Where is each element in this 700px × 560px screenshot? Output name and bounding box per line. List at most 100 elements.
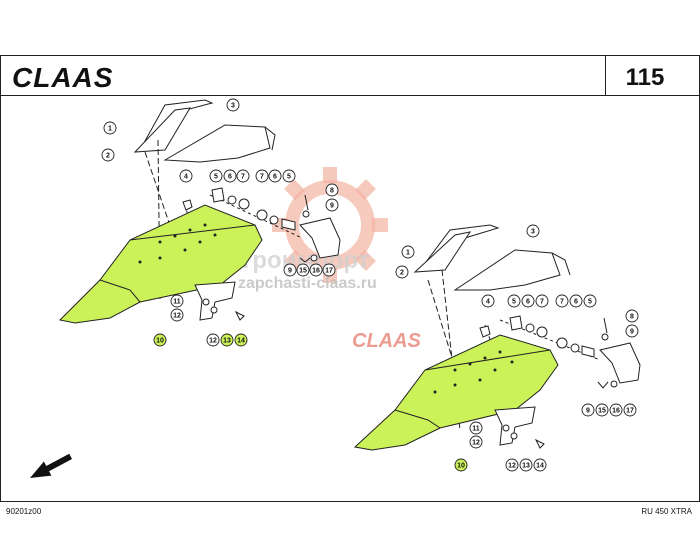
callout-circle xyxy=(401,245,415,259)
callout-label: 6 xyxy=(273,174,277,181)
callout-left-17: 17 xyxy=(322,263,336,277)
callout-label: 17 xyxy=(626,408,634,415)
callout-circle xyxy=(209,169,223,183)
callout-label: 12 xyxy=(209,338,217,345)
callout-circle xyxy=(223,169,237,183)
callout-circle xyxy=(395,265,409,279)
callout-label: 1 xyxy=(406,250,410,257)
watermark-brand: CLAAS xyxy=(352,330,422,352)
callout-label: 11 xyxy=(472,426,480,433)
watermark-line2: zapchasti-claas.ru xyxy=(238,275,377,292)
callout-left-6: 6 xyxy=(268,169,282,183)
callout-circle xyxy=(282,169,296,183)
callout-circle xyxy=(454,458,468,472)
callout-label: 17 xyxy=(325,268,333,275)
callout-left-16: 16 xyxy=(309,263,323,277)
callout-circle xyxy=(521,294,535,308)
callout-label: 7 xyxy=(560,299,564,306)
callout-left-12: 12 xyxy=(206,333,220,347)
callout-right-13: 13 xyxy=(519,458,533,472)
callout-label: 2 xyxy=(106,153,110,160)
callout-label: 3 xyxy=(531,229,535,236)
callout-circle xyxy=(533,458,547,472)
callout-circle xyxy=(581,403,595,417)
callout-right-3: 3 xyxy=(526,224,540,238)
callout-right-10: 10 xyxy=(454,458,468,472)
callout-label: 15 xyxy=(598,408,606,415)
callout-right-6: 6 xyxy=(521,294,535,308)
callout-circle xyxy=(325,183,339,197)
crop-divider-highlighted xyxy=(58,204,263,324)
callout-left-5: 5 xyxy=(282,169,296,183)
callout-right-9: 9 xyxy=(625,324,639,338)
callout-label: 9 xyxy=(630,329,634,336)
callout-left-12: 12 xyxy=(170,308,184,322)
callout-left-9: 9 xyxy=(283,263,297,277)
callout-label: 10 xyxy=(457,463,465,470)
callout-circle xyxy=(555,294,569,308)
callout-circle xyxy=(101,148,115,162)
callout-label: 9 xyxy=(586,408,590,415)
callout-circle xyxy=(519,458,533,472)
callout-left-2: 2 xyxy=(101,148,115,162)
callout-left-10: 10 xyxy=(153,333,167,347)
callout-circle xyxy=(481,294,495,308)
callout-circle xyxy=(220,333,234,347)
brand-logo: CLAAS xyxy=(12,62,113,93)
callout-circle xyxy=(505,458,519,472)
callout-label: 10 xyxy=(156,338,164,345)
callout-label: 3 xyxy=(231,103,235,110)
callout-left-6: 6 xyxy=(223,169,237,183)
crop-divider-highlighted-right xyxy=(353,334,559,451)
callout-label: 5 xyxy=(287,174,291,181)
callout-circle xyxy=(569,294,583,308)
callout-left-5: 5 xyxy=(209,169,223,183)
callout-left-14: 14 xyxy=(234,333,248,347)
callout-circle xyxy=(469,421,483,435)
callout-label: 12 xyxy=(472,440,480,447)
callout-label: 13 xyxy=(522,463,530,470)
callout-right-14: 14 xyxy=(533,458,547,472)
callout-circle xyxy=(322,263,336,277)
callout-label: 5 xyxy=(588,299,592,306)
page-number: 115 xyxy=(626,64,665,91)
callout-label: 14 xyxy=(237,338,245,345)
callout-label: 6 xyxy=(574,299,578,306)
callout-circle xyxy=(296,263,310,277)
callout-right-5: 5 xyxy=(583,294,597,308)
callout-circle xyxy=(283,263,297,277)
callout-circle xyxy=(507,294,521,308)
callout-circle xyxy=(226,98,240,112)
model-label: RU 450 XTRA xyxy=(641,507,692,516)
callout-right-5: 5 xyxy=(507,294,521,308)
callout-label: 8 xyxy=(630,314,634,321)
callout-right-1: 1 xyxy=(401,245,415,259)
callout-label: 9 xyxy=(330,203,334,210)
callout-circle xyxy=(469,435,483,449)
callout-label: 2 xyxy=(400,270,404,277)
callout-left-1: 1 xyxy=(103,121,117,135)
watermark: Агроимпорт zapchasti-claas.ru CLAAS xyxy=(225,167,422,352)
callout-left-8: 8 xyxy=(325,183,339,197)
callout-right-9: 9 xyxy=(581,403,595,417)
callout-circle xyxy=(170,294,184,308)
callout-label: 4 xyxy=(184,174,188,181)
callout-label: 15 xyxy=(299,268,307,275)
callout-left-7: 7 xyxy=(255,169,269,183)
callout-label: 13 xyxy=(223,338,231,345)
drawing-code: 90201z00 xyxy=(6,507,42,516)
callout-label: 12 xyxy=(508,463,516,470)
callout-right-2: 2 xyxy=(395,265,409,279)
callout-label: 11 xyxy=(173,299,181,306)
callout-circle xyxy=(170,308,184,322)
callout-right-12: 12 xyxy=(469,435,483,449)
assembly-left xyxy=(58,99,341,324)
callout-circle xyxy=(179,169,193,183)
callout-left-4: 4 xyxy=(179,169,193,183)
callout-label: 14 xyxy=(536,463,544,470)
callout-left-3: 3 xyxy=(226,98,240,112)
callout-right-7: 7 xyxy=(555,294,569,308)
callout-left-9: 9 xyxy=(325,198,339,212)
